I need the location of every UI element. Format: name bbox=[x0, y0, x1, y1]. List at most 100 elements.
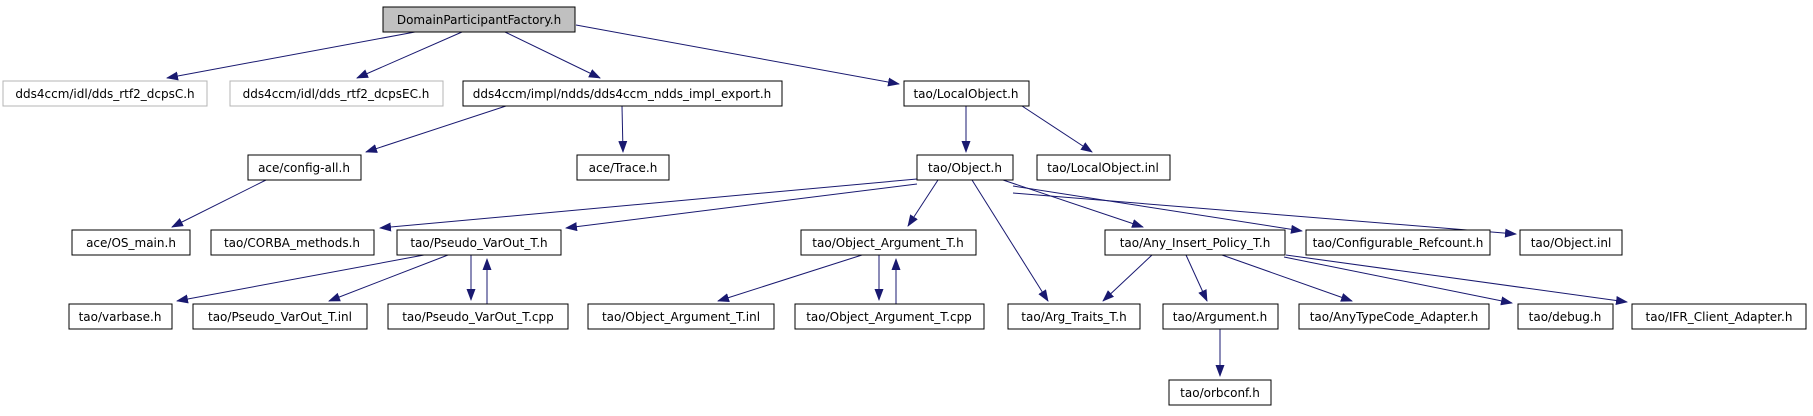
edge bbox=[971, 179, 1049, 302]
node-box[interactable] bbox=[387, 303, 569, 330]
node-box[interactable] bbox=[71, 229, 191, 256]
node-box[interactable] bbox=[396, 229, 562, 256]
node-label: tao/orbconf.h bbox=[1180, 386, 1260, 400]
edge bbox=[504, 31, 601, 79]
node-tao-pseudo-varout-t-inl[interactable]: tao/Pseudo_VarOut_T.inl bbox=[192, 303, 368, 330]
edge bbox=[1285, 254, 1628, 305]
node-tao-pseudo-varout-t-h[interactable]: tao/Pseudo_VarOut_T.h bbox=[396, 229, 562, 256]
node-box[interactable] bbox=[1298, 303, 1490, 330]
node-label: tao/Any_Insert_Policy_T.h bbox=[1120, 236, 1271, 250]
node-tao-corba-methods-h[interactable]: tao/CORBA_methods.h bbox=[210, 229, 375, 256]
node-label: dds4ccm/impl/ndds/dds4ccm_ndds_impl_expo… bbox=[473, 87, 772, 101]
node-label: DomainParticipantFactory.h bbox=[397, 13, 561, 27]
node-box[interactable] bbox=[1104, 229, 1286, 256]
node-ace-os-main-h[interactable]: ace/OS_main.h bbox=[71, 229, 191, 256]
node-ace-config-all-h[interactable]: ace/config-all.h bbox=[247, 154, 362, 181]
node-tao-object-h[interactable]: tao/Object.h bbox=[916, 154, 1014, 181]
node-ace-trace-h[interactable]: ace/Trace.h bbox=[576, 154, 670, 181]
node-box[interactable] bbox=[68, 303, 173, 330]
node-tao-object-argument-t-h[interactable]: tao/Object_Argument_T.h bbox=[800, 229, 977, 256]
node-label: tao/Object.h bbox=[928, 161, 1002, 175]
edge bbox=[575, 24, 900, 87]
edge bbox=[166, 31, 416, 81]
node-tao-orbconf-h[interactable]: tao/orbconf.h bbox=[1168, 379, 1272, 406]
edge bbox=[356, 31, 463, 79]
edge bbox=[618, 105, 628, 153]
node-box[interactable] bbox=[916, 154, 1014, 181]
node-box[interactable] bbox=[462, 80, 783, 107]
edge bbox=[1185, 254, 1208, 302]
node-tao-arg-traits-t-h[interactable]: tao/Arg_Traits_T.h bbox=[1007, 303, 1141, 330]
node-tao-varbase-h[interactable]: tao/varbase.h bbox=[68, 303, 173, 330]
edge bbox=[1012, 192, 1517, 238]
node-domain-participant-factory-h: DomainParticipantFactory.h bbox=[382, 6, 576, 33]
node-box[interactable] bbox=[576, 154, 670, 181]
node-tao-object-argument-t-cpp[interactable]: tao/Object_Argument_T.cpp bbox=[794, 303, 985, 330]
node-label: tao/Configurable_Refcount.h bbox=[1313, 236, 1484, 250]
node-box[interactable] bbox=[1162, 303, 1279, 330]
node-tao-ifr-client-adapter-h[interactable]: tao/IFR_Client_Adapter.h bbox=[1631, 303, 1807, 330]
node-label: tao/LocalObject.inl bbox=[1047, 161, 1159, 175]
node-tao-any-insert-policy-t-h[interactable]: tao/Any_Insert_Policy_T.h bbox=[1104, 229, 1286, 256]
node-tao-argument-h[interactable]: tao/Argument.h bbox=[1162, 303, 1279, 330]
node-label: tao/Pseudo_VarOut_T.cpp bbox=[402, 310, 554, 324]
edge bbox=[1102, 254, 1153, 302]
edge bbox=[1021, 105, 1093, 153]
node-label: ace/config-all.h bbox=[258, 161, 350, 175]
node-label: tao/varbase.h bbox=[79, 310, 162, 324]
node-tao-localobject-h[interactable]: tao/LocalObject.h bbox=[903, 80, 1030, 107]
edge bbox=[1221, 254, 1353, 302]
node-dds-rtf2-dcpsec-h: dds4ccm/idl/dds_rtf2_dcpsEC.h bbox=[229, 80, 444, 107]
node-box[interactable] bbox=[1007, 303, 1141, 330]
node-box[interactable] bbox=[1517, 303, 1614, 330]
node-label: tao/Pseudo_VarOut_T.h bbox=[410, 236, 547, 250]
edge bbox=[328, 254, 449, 302]
node-box[interactable] bbox=[1519, 229, 1623, 256]
node-box[interactable] bbox=[1305, 229, 1491, 256]
node-box[interactable] bbox=[1168, 379, 1272, 406]
node-tao-debug-h[interactable]: tao/debug.h bbox=[1517, 303, 1614, 330]
node-tao-object-argument-t-inl[interactable]: tao/Object_Argument_T.inl bbox=[587, 303, 775, 330]
node-box[interactable] bbox=[794, 303, 985, 330]
node-label: tao/Argument.h bbox=[1173, 310, 1267, 324]
node-label: tao/Pseudo_VarOut_T.inl bbox=[208, 310, 352, 324]
edges bbox=[166, 24, 1628, 377]
node-label: tao/LocalObject.h bbox=[913, 87, 1018, 101]
edge bbox=[171, 179, 267, 228]
node-tao-pseudo-varout-t-cpp[interactable]: tao/Pseudo_VarOut_T.cpp bbox=[387, 303, 569, 330]
node-box[interactable] bbox=[800, 229, 977, 256]
node-box bbox=[229, 80, 444, 107]
node-box[interactable] bbox=[192, 303, 368, 330]
node-label: tao/CORBA_methods.h bbox=[224, 236, 360, 250]
edge bbox=[1012, 185, 1303, 234]
node-ndds-impl-export-h[interactable]: dds4ccm/impl/ndds/dds4ccm_ndds_impl_expo… bbox=[462, 80, 783, 107]
node-label: tao/IFR_Client_Adapter.h bbox=[1646, 310, 1793, 324]
node-label: tao/Object_Argument_T.h bbox=[812, 236, 963, 250]
node-label: dds4ccm/idl/dds_rtf2_dcpsC.h bbox=[15, 87, 194, 101]
edge bbox=[176, 254, 425, 304]
edge bbox=[379, 178, 918, 232]
edge bbox=[1002, 179, 1144, 228]
node-tao-anytypecode-adapter-h[interactable]: tao/AnyTypeCode_Adapter.h bbox=[1298, 303, 1490, 330]
node-tao-localobject-inl[interactable]: tao/LocalObject.inl bbox=[1036, 154, 1171, 181]
node-label: tao/Object_Argument_T.inl bbox=[602, 310, 760, 324]
node-label: tao/Object_Argument_T.cpp bbox=[806, 310, 972, 324]
node-box[interactable] bbox=[1036, 154, 1171, 181]
node-box[interactable] bbox=[210, 229, 375, 256]
node-box[interactable] bbox=[587, 303, 775, 330]
node-label: ace/Trace.h bbox=[589, 161, 658, 175]
node-box[interactable] bbox=[247, 154, 362, 181]
node-box bbox=[2, 80, 208, 107]
edge bbox=[1283, 256, 1513, 306]
node-box bbox=[382, 6, 576, 33]
edge bbox=[365, 105, 507, 153]
node-box[interactable] bbox=[903, 80, 1030, 107]
node-tao-object-inl[interactable]: tao/Object.inl bbox=[1519, 229, 1623, 256]
edge bbox=[717, 254, 863, 302]
node-box[interactable] bbox=[1631, 303, 1807, 330]
edge bbox=[907, 179, 939, 227]
node-tao-configurable-refcount-h[interactable]: tao/Configurable_Refcount.h bbox=[1305, 229, 1491, 256]
node-label: tao/Object.inl bbox=[1531, 236, 1612, 250]
